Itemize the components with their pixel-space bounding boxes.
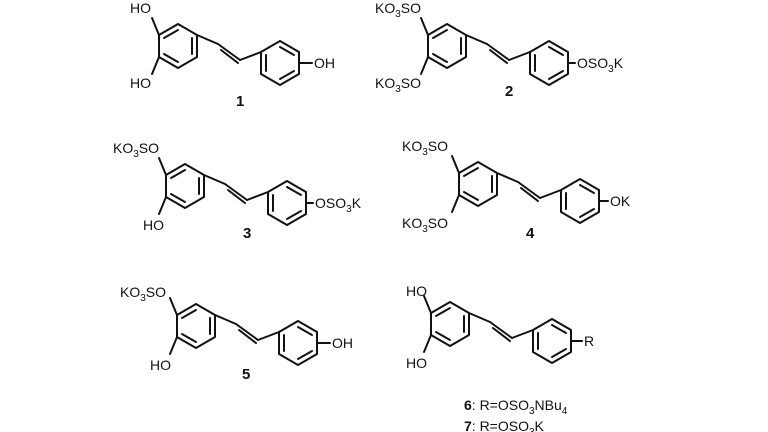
caption-compound-7: 7: R=OSO3K (464, 418, 545, 432)
vinyl-linker (214, 314, 280, 344)
para-substituent: OK (610, 193, 631, 209)
left-ring (165, 163, 205, 209)
top-substituent: KO3SO (120, 284, 166, 304)
bottom-substituent: HO (150, 357, 171, 373)
compound-6-7: HO HO R 6: R=OSO3NBu4 7: R=OSO3K (406, 283, 594, 432)
right-ring (267, 180, 307, 226)
right-ring (260, 40, 300, 86)
para-substituent: OH (314, 55, 335, 71)
right-ring (532, 318, 572, 364)
right-ring (529, 40, 569, 86)
right-ring (278, 320, 318, 366)
compound-1: HO HO OH 1 (130, 0, 335, 110)
left-ring (458, 161, 498, 207)
compound-number: 4 (526, 225, 535, 242)
bottom-substituent: KO3SO (402, 215, 448, 235)
left-ring (158, 23, 198, 69)
bottom-substituent: HO (406, 355, 427, 371)
vinyl-linker (203, 174, 269, 204)
vinyl-linker (468, 312, 534, 342)
compound-number: 1 (236, 93, 244, 110)
bottom-substituent: HO (130, 75, 151, 91)
left-ring (176, 303, 216, 349)
compound-4: KO3SO KO3SO OK 4 (402, 138, 631, 242)
compound-2: KO3SO KO3SO OSO3K 2 (375, 0, 624, 100)
para-substituent: R (584, 333, 594, 349)
bottom-substituent: HO (143, 217, 164, 233)
top-substituent: HO (406, 283, 427, 299)
top-substituent: KO3SO (375, 0, 421, 20)
right-ring (560, 178, 600, 224)
top-substituent: KO3SO (402, 138, 448, 158)
compound-number: 3 (243, 225, 251, 242)
para-substituent: OH (332, 335, 353, 351)
left-ring (430, 301, 470, 347)
para-substituent: OSO3K (315, 195, 362, 215)
compound-number: 5 (242, 366, 250, 383)
compound-5: KO3SO HO OH 5 (120, 284, 353, 383)
vinyl-linker (465, 34, 531, 64)
left-ring (427, 23, 467, 69)
top-substituent: HO (130, 0, 151, 16)
bottom-substituent: KO3SO (375, 75, 421, 95)
compound-3: KO3SO HO OSO3K 3 (113, 140, 362, 242)
top-substituent: KO3SO (113, 140, 159, 160)
para-substituent: OSO3K (577, 55, 624, 75)
vinyl-linker (496, 172, 562, 202)
caption-compound-6: 6: R=OSO3NBu4 (464, 397, 568, 417)
compound-number: 2 (505, 83, 513, 100)
vinyl-linker (196, 34, 262, 64)
